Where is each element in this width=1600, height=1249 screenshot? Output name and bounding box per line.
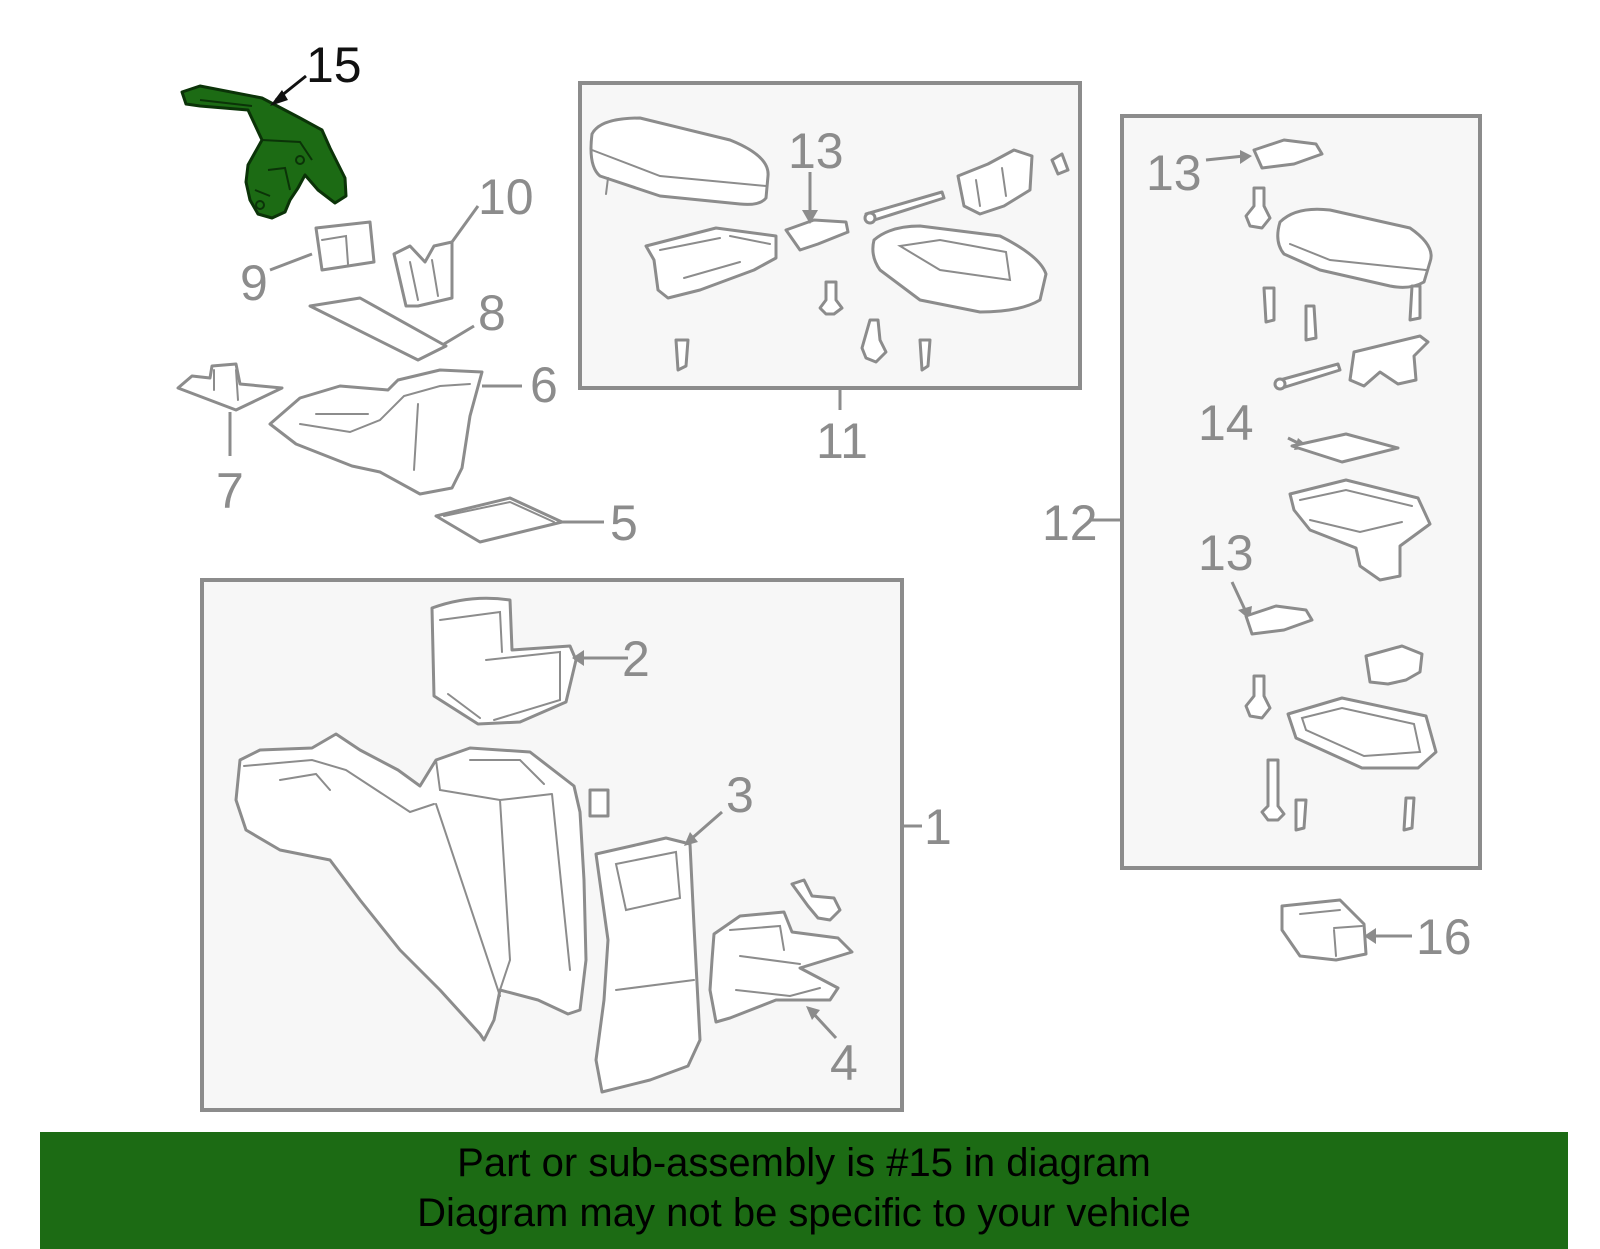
part-16-switch[interactable]: [1280, 898, 1368, 962]
part-8-mat[interactable]: [308, 296, 448, 362]
part-11-rod[interactable]: [863, 190, 946, 225]
part-12-pins[interactable]: [1262, 284, 1422, 342]
part-2-cup-holder-box[interactable]: [430, 596, 578, 726]
part-12-bolt-2[interactable]: [1244, 674, 1272, 720]
part-6-console-panel[interactable]: [268, 368, 484, 496]
part-5-mat[interactable]: [434, 496, 564, 544]
part-1-console-body[interactable]: [234, 732, 610, 1042]
part-12-armrest-lid[interactable]: [1276, 207, 1433, 289]
part-12-screws-lower[interactable]: [1260, 758, 1416, 832]
callout-13a[interactable]: 13: [788, 123, 844, 179]
callout-8[interactable]: 8: [478, 285, 506, 341]
callout-13b[interactable]: 13: [1146, 145, 1202, 201]
callout-12[interactable]: 12: [1042, 495, 1098, 551]
part-11-armrest-lid[interactable]: [589, 116, 770, 206]
part-11-hinge[interactable]: [784, 218, 850, 252]
callout-11[interactable]: 11: [816, 413, 868, 469]
leader-15-arrow: [270, 90, 288, 106]
part-15-parking-brake-lever[interactable]: [180, 84, 348, 220]
part-12-storage-tray[interactable]: [1288, 478, 1432, 582]
callout-2[interactable]: 2: [622, 631, 650, 687]
part-12-bezel[interactable]: [1286, 696, 1438, 770]
part-11-latch[interactable]: [956, 148, 1070, 216]
callout-14[interactable]: 14: [1198, 395, 1254, 451]
callout-3[interactable]: 3: [726, 767, 754, 823]
callout-6[interactable]: 6: [530, 357, 558, 413]
banner-line-2: Diagram may not be specific to your vehi…: [417, 1191, 1191, 1235]
callout-16[interactable]: 16: [1416, 909, 1472, 965]
part-7-shift-bezel[interactable]: [176, 362, 284, 412]
part-9-bracket[interactable]: [314, 220, 376, 272]
part-11-lid-inner[interactable]: [871, 224, 1048, 314]
part-11-screws[interactable]: [674, 280, 932, 372]
callout-10[interactable]: 10: [478, 169, 534, 225]
part-4-bracket-bolt[interactable]: [708, 878, 854, 1024]
callout-9[interactable]: 9: [240, 255, 268, 311]
part-12-clip[interactable]: [1364, 644, 1424, 686]
banner-line-1: Part or sub-assembly is #15 in diagram: [457, 1141, 1151, 1185]
part-12-hinge-lower[interactable]: [1244, 604, 1314, 636]
part-12-rod-bracket[interactable]: [1273, 334, 1430, 391]
part-14-mat[interactable]: [1290, 432, 1400, 464]
part-11-lid-base[interactable]: [644, 226, 778, 300]
callout-5[interactable]: 5: [610, 495, 638, 551]
part-12-hinge-top[interactable]: [1252, 138, 1324, 170]
info-banner: Part or sub-assembly is #15 in diagram D…: [40, 1132, 1568, 1249]
callout-1[interactable]: 1: [924, 799, 952, 855]
callout-4[interactable]: 4: [830, 1035, 858, 1091]
part-10-bracket[interactable]: [392, 240, 454, 308]
callout-7[interactable]: 7: [216, 463, 244, 519]
part-12-bolt-1[interactable]: [1244, 186, 1272, 230]
callout-15[interactable]: 15: [306, 37, 362, 93]
callout-13c[interactable]: 13: [1198, 525, 1254, 581]
part-3-rear-panel[interactable]: [594, 836, 702, 1094]
